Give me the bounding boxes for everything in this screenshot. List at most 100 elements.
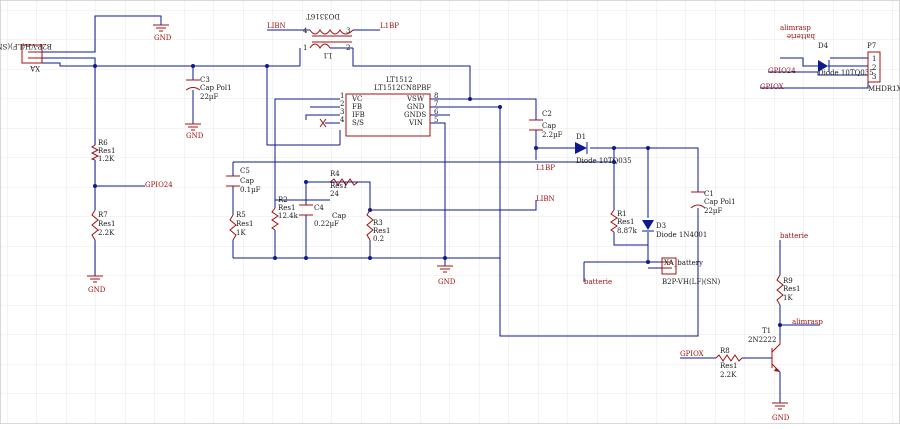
c3-ref: C3 [200, 76, 210, 84]
svg-text:VC: VC [351, 95, 362, 103]
svg-text:4: 4 [340, 116, 345, 124]
l1-value: DO3316T [306, 12, 340, 20]
svg-text:2: 2 [872, 64, 876, 72]
svg-text:Res1: Res1 [783, 285, 800, 293]
svg-text:B2P-VH(LF)(SN): B2P-VH(LF)(SN) [662, 278, 721, 286]
net-l1bp-top: L1BP [380, 22, 399, 30]
svg-text:R2: R2 [278, 196, 288, 204]
inductor-l1[interactable]: 4 1 3 2 DO3316T L1 [303, 12, 354, 59]
svg-text:1K: 1K [236, 229, 246, 237]
net-gpio24-right: GPIO24 [768, 67, 796, 75]
svg-text:Res1: Res1 [617, 218, 634, 226]
svg-text:R8: R8 [720, 347, 730, 355]
svg-text:0.1µF: 0.1µF [240, 186, 261, 194]
resistor-r2[interactable]: R2 Res1 12.4k [271, 196, 299, 231]
svg-text:VSW: VSW [406, 95, 425, 103]
resistor-r8[interactable]: R8 Res1 2.2K [715, 347, 743, 379]
svg-text:IFB: IFB [352, 111, 365, 119]
resistor-r4[interactable]: R4 Res1 24 [329, 170, 359, 198]
net-l1bp-mid: L1BP [536, 164, 555, 172]
diode-d3[interactable]: D3 Diode 1N4001 [642, 220, 707, 239]
svg-text:6: 6 [434, 108, 439, 116]
l1-ref: L1 [323, 51, 332, 59]
svg-text:C5: C5 [240, 167, 250, 175]
capacitor-c2[interactable]: C2 Cap 2.2µF [529, 110, 563, 139]
svg-text:Diode 1N4001: Diode 1N4001 [656, 231, 707, 239]
svg-text:C4: C4 [314, 204, 324, 212]
net-alimrasp-right: alimrasp [792, 318, 823, 326]
transistor-t1[interactable]: T1 2N2222 [748, 327, 781, 373]
diode-d4[interactable]: D4 Diode 10TQ035 [818, 42, 874, 77]
resistor-r6[interactable]: R6 Res1 1.2K [90, 139, 115, 163]
ic-lt1512[interactable]: LT1512 LT1512CN8PBF VC FB IFB S/S VSW GN… [319, 76, 439, 137]
capacitor-c5[interactable]: C5 Cap 0.1µF [226, 167, 261, 194]
svg-text:C2: C2 [542, 110, 552, 118]
svg-text:5: 5 [434, 116, 438, 124]
gnd-symbol-left: GND [87, 275, 106, 294]
svg-text:D1: D1 [576, 133, 586, 141]
header-p7[interactable]: P7 1 2 3 MHDR1X3 [867, 42, 900, 93]
resistor-r9[interactable]: R9 Res1 1K [776, 274, 800, 306]
net-batterie-right: batterie [780, 232, 808, 240]
svg-text:Cap Pol1: Cap Pol1 [704, 198, 736, 206]
net-labels: GPIO24 GPIO24 GPIOX GPIOX LIBN L1BP L1BP… [145, 22, 823, 358]
connector-xa-battery[interactable]: XA_battery B2P-VH(LF)(SN) [661, 257, 721, 286]
resistor-r5[interactable]: R5 Res1 1K [229, 211, 253, 241]
svg-text:2: 2 [346, 44, 350, 52]
svg-text:XA_battery: XA_battery [664, 259, 703, 267]
svg-text:1: 1 [340, 92, 344, 100]
svg-text:Diode 10TQ035: Diode 10TQ035 [818, 69, 874, 77]
svg-text:R5: R5 [236, 211, 246, 219]
wires [42, 15, 869, 403]
svg-text:3: 3 [340, 108, 344, 116]
svg-text:1: 1 [872, 55, 876, 63]
connector-xa-ref: XA [29, 64, 40, 72]
gnd-symbol-top: GND [153, 24, 172, 42]
svg-text:T1: T1 [762, 327, 771, 335]
svg-text:Res1: Res1 [98, 220, 115, 228]
svg-text:1K: 1K [783, 294, 793, 302]
svg-text:1.2K: 1.2K [98, 155, 115, 163]
svg-text:3: 3 [346, 27, 350, 35]
svg-text:C1: C1 [704, 190, 714, 198]
svg-text:Res1: Res1 [373, 227, 390, 235]
connector-xa-value: B2P-VH(LF)(SN) [0, 42, 52, 50]
svg-text:Res1: Res1 [236, 220, 253, 228]
svg-text:4: 4 [303, 27, 308, 35]
diode-d1[interactable]: D1 Diode 10TQ035 [575, 133, 632, 165]
svg-text:GND: GND [186, 132, 204, 140]
resistor-r7[interactable]: R7 Res1 2.2K [91, 209, 115, 241]
capacitor-c3[interactable]: C3 Cap Pol1 22µF [185, 76, 232, 101]
svg-text:7: 7 [434, 100, 438, 108]
net-libn-top: LIBN [267, 22, 286, 30]
resistor-r3[interactable]: R3 Res1 0.2 [366, 209, 390, 243]
svg-text:GND: GND [407, 103, 425, 111]
resistor-r1[interactable]: R1 Res1 8.87k [610, 209, 638, 235]
svg-text:Res1: Res1 [278, 204, 295, 212]
svg-text:R1: R1 [617, 210, 627, 218]
capacitor-c1[interactable]: C1 Cap Pol1 22µF [690, 190, 736, 215]
svg-text:Cap: Cap [332, 212, 347, 220]
svg-text:Res1: Res1 [98, 147, 115, 155]
svg-text:R6: R6 [98, 139, 108, 147]
svg-text:GND: GND [772, 414, 790, 422]
ic-ref: LT1512 [386, 76, 413, 84]
svg-text:FB: FB [352, 103, 362, 111]
svg-text:GND: GND [154, 34, 172, 42]
svg-text:24: 24 [330, 190, 339, 198]
connector-xa[interactable]: XA B2P-VH(LF)(SN) [0, 42, 52, 72]
svg-text:2.2K: 2.2K [98, 229, 115, 237]
svg-text:R9: R9 [783, 277, 793, 285]
svg-text:0.22µF: 0.22µF [314, 220, 339, 228]
svg-text:P7: P7 [867, 42, 876, 50]
junctions [93, 64, 782, 327]
net-gpiox-bottom: GPIOX [680, 350, 704, 358]
svg-text:8: 8 [434, 92, 438, 100]
svg-text:Cap: Cap [240, 177, 255, 185]
gnd-symbol-c3: GND [185, 123, 204, 140]
capacitor-c4[interactable]: C4 Cap 0.22µF [299, 204, 347, 228]
svg-text:2N2222: 2N2222 [748, 336, 776, 344]
svg-text:8.87k: 8.87k [617, 227, 638, 235]
